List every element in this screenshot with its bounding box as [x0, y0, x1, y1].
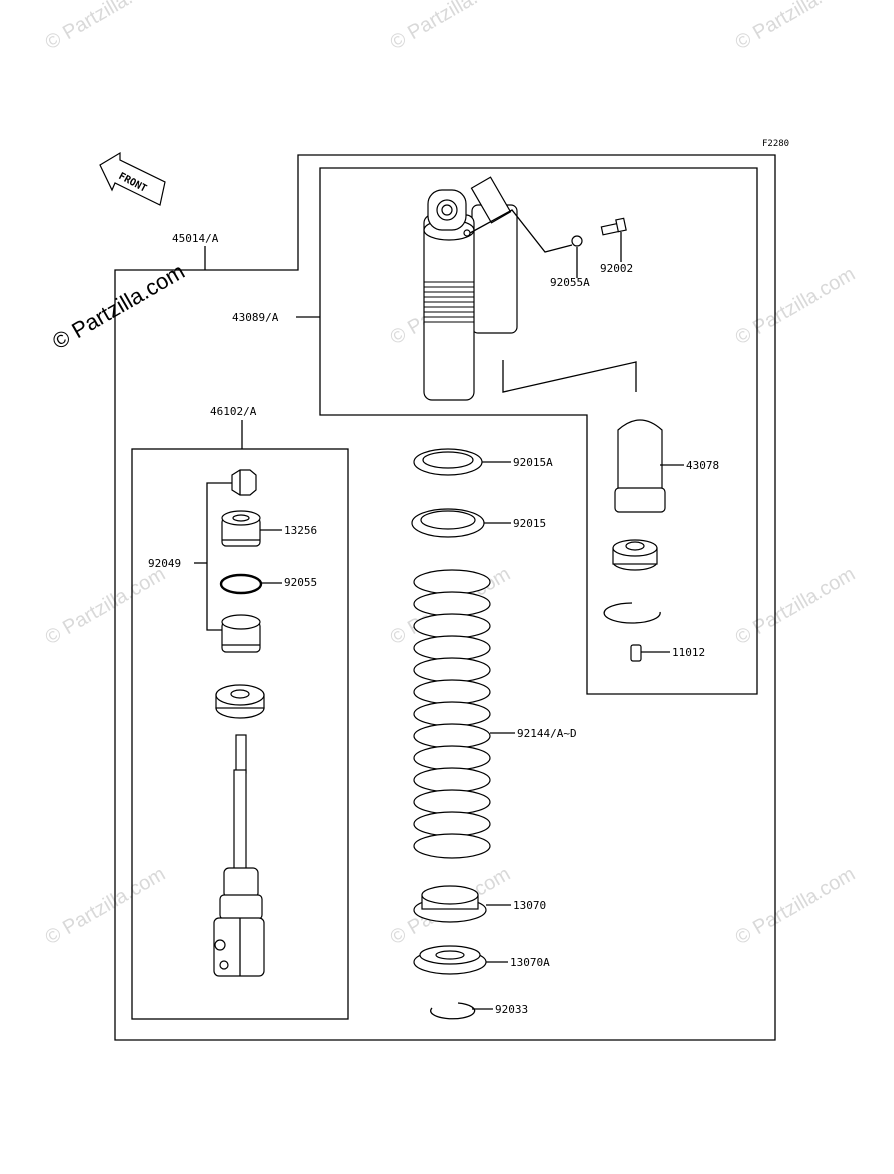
lock-nut-92015a — [413, 448, 483, 476]
shock-absorber-body — [423, 176, 518, 401]
damper-rod — [213, 734, 265, 977]
part-label-43078: 43078 — [686, 459, 719, 472]
part-label-92015: 92015 — [513, 517, 546, 530]
part-label-13256: 13256 — [284, 524, 317, 537]
watermark-prominent: © Partzilla.com — [48, 259, 189, 355]
part-label-13070a: 13070A — [510, 956, 550, 969]
part-label-92055a: 92055A — [550, 276, 590, 289]
part-label-92002: 92002 — [600, 262, 633, 275]
o-ring-92055a — [571, 235, 583, 247]
shock-body-frame — [319, 167, 758, 695]
reservoir-bladder-43078 — [614, 419, 666, 513]
watermark: © Partzilla.com — [42, 0, 170, 54]
part-label-92015a: 92015A — [513, 456, 553, 469]
spring-seat-13070a — [413, 945, 487, 975]
watermark: © Partzilla.com — [42, 563, 170, 649]
watermark: © Partzilla.com — [42, 863, 170, 949]
part-label-43089: 43089/A — [232, 311, 279, 324]
adjuster-92015 — [411, 508, 485, 538]
coil-spring-92144 — [413, 569, 491, 859]
watermark: © Partzilla.com — [387, 0, 515, 54]
damper-rod-frame — [131, 448, 349, 1020]
watermark: © Partzilla.com — [732, 263, 860, 349]
part-label-46102: 46102/A — [210, 405, 257, 418]
watermark: © Partzilla.com — [732, 563, 860, 649]
part-label-92055: 92055 — [284, 576, 317, 589]
nut — [231, 469, 257, 496]
o-ring-92055 — [219, 573, 263, 595]
piston-lower — [221, 614, 261, 653]
circlip-92033 — [430, 1002, 476, 1020]
spring-seat-13070 — [413, 885, 487, 923]
watermark: © Partzilla.com — [732, 863, 860, 949]
piston-13256 — [221, 510, 261, 547]
part-label-92049: 92049 — [148, 557, 181, 570]
part-label-92033: 92033 — [495, 1003, 528, 1016]
watermark: © Partzilla.com — [732, 0, 860, 54]
part-label-92144: 92144/A~D — [517, 727, 577, 740]
rod-guide — [215, 684, 265, 719]
diagram-code: F2280 — [762, 139, 789, 149]
part-label-11012: 11012 — [672, 646, 705, 659]
bolt-92002 — [600, 217, 627, 236]
valve-11012 — [630, 644, 642, 662]
front-arrow-icon: FRONT — [99, 151, 166, 206]
part-label-45014: 45014/A — [172, 232, 219, 245]
reservoir-cap — [612, 539, 658, 571]
part-label-13070: 13070 — [513, 899, 546, 912]
outer-assembly-frame — [114, 154, 776, 1041]
snap-ring — [603, 602, 661, 624]
